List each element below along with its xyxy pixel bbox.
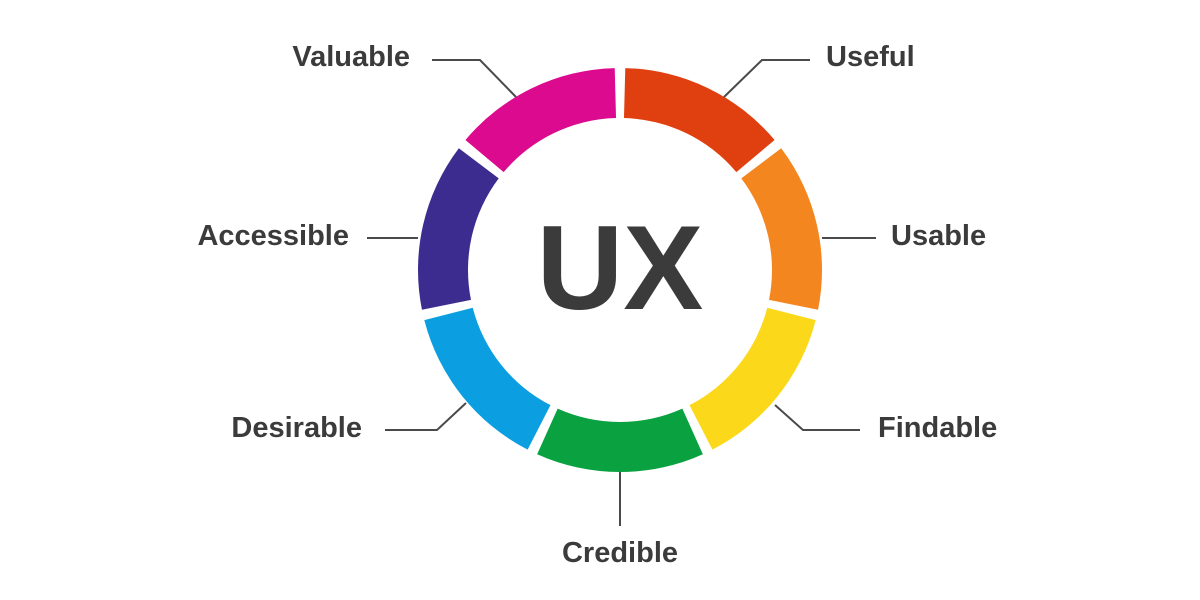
- segment-useful: [623, 68, 775, 173]
- segment-credible: [537, 408, 703, 472]
- segment-accessible: [418, 148, 499, 310]
- center-label-ux: UX: [537, 201, 704, 335]
- label-desirable: Desirable: [231, 412, 362, 444]
- label-accessible: Accessible: [197, 220, 349, 252]
- label-findable: Findable: [878, 412, 997, 444]
- label-valuable: Valuable: [292, 41, 410, 73]
- segment-usable: [741, 148, 822, 310]
- leader-findable: [774, 404, 860, 431]
- label-credible: Credible: [562, 537, 678, 569]
- segment-findable: [689, 307, 816, 450]
- leader-valuable: [432, 59, 517, 98]
- segment-desirable: [424, 307, 551, 450]
- label-useful: Useful: [826, 41, 915, 73]
- leader-lines: [367, 59, 876, 526]
- ux-ring: [418, 68, 822, 472]
- leader-desirable: [385, 402, 467, 431]
- label-usable: Usable: [891, 220, 986, 252]
- segment-valuable: [465, 68, 617, 173]
- leader-useful: [723, 59, 810, 98]
